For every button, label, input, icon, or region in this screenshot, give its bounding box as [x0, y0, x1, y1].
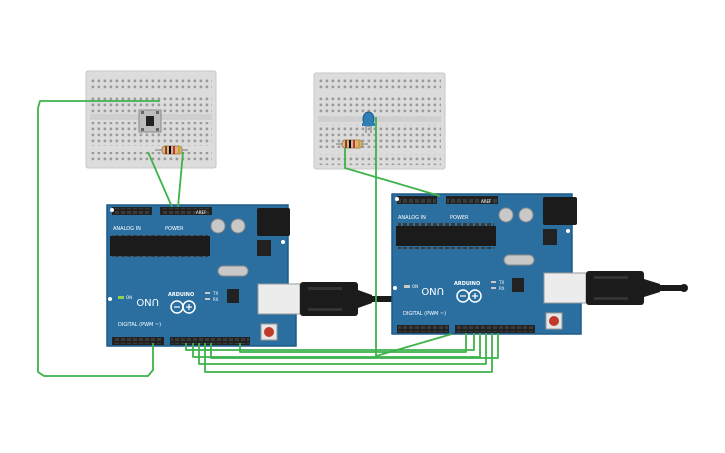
svg-text:RX: RX — [213, 297, 219, 302]
left-usb-cable — [257, 282, 396, 316]
right-arduino-board[interactable]: ANALOG IN POWER DIGITAL (PWM ~) AREF ARD… — [391, 193, 582, 335]
wire — [198, 333, 487, 365]
aref-label: AREF — [481, 199, 492, 204]
resistor-icon — [336, 139, 368, 149]
usb-chip — [227, 289, 239, 303]
led-icon[interactable] — [362, 111, 375, 133]
svg-text:RX: RX — [499, 286, 505, 291]
model-label: UNO — [421, 285, 444, 296]
on-led — [118, 296, 124, 299]
voltage-regulator — [543, 229, 557, 245]
brand-label: ARDUINO — [454, 281, 480, 287]
wire — [147, 151, 173, 208]
wire — [177, 151, 184, 208]
left-arduino-board[interactable]: ANALOG IN POWER DIGITAL (PWM ~) AREF ARD… — [106, 204, 297, 347]
wires — [37, 100, 499, 377]
capacitor-icon — [210, 218, 226, 234]
wire — [204, 333, 493, 373]
wire — [239, 333, 467, 353]
svg-text:TX: TX — [212, 291, 218, 296]
analog-header-label: ANALOG IN — [113, 226, 141, 232]
power-jack — [257, 208, 290, 236]
model-label: UNO — [136, 296, 159, 307]
on-led — [404, 285, 410, 288]
crystal-icon — [217, 265, 249, 277]
left-breadboard[interactable] — [85, 70, 217, 169]
capacitor-icon — [498, 207, 514, 223]
microcontroller-chip — [396, 226, 496, 246]
digital-header-label: DIGITAL (PWM ~) — [118, 322, 161, 328]
svg-text:TX: TX — [498, 280, 504, 285]
reset-button[interactable] — [260, 323, 278, 341]
svg-text:ON: ON — [126, 295, 132, 300]
usb-chip — [512, 278, 524, 292]
wire — [210, 333, 499, 359]
crystal-icon — [503, 254, 535, 266]
microcontroller-chip — [110, 236, 210, 256]
wire — [344, 148, 441, 197]
rx-led — [491, 287, 496, 289]
analog-header-label: ANALOG IN — [398, 215, 426, 221]
digital-header-label: DIGITAL (PWM ~) — [403, 311, 446, 317]
resistor-icon — [155, 145, 188, 155]
arduino-logo-icon — [456, 289, 482, 303]
right-breadboard[interactable] — [313, 72, 446, 170]
capacitor-icon — [518, 207, 534, 223]
power-header-label: POWER — [165, 226, 184, 232]
reset-button[interactable] — [545, 312, 563, 330]
wire — [192, 333, 481, 358]
rx-led — [205, 298, 210, 300]
pushbutton-icon[interactable] — [138, 109, 162, 133]
wire — [37, 100, 160, 377]
wire — [375, 117, 453, 357]
voltage-regulator — [257, 240, 271, 256]
aref-label: AREF — [196, 210, 207, 215]
capacitor-icon — [230, 218, 246, 234]
power-header-label: POWER — [450, 215, 469, 221]
wire — [185, 333, 475, 351]
tx-led — [205, 292, 210, 294]
svg-text:ON: ON — [412, 284, 418, 289]
power-jack — [543, 197, 577, 225]
arduino-logo-icon — [170, 300, 196, 314]
tx-led — [491, 281, 496, 283]
right-usb-cable — [543, 271, 688, 305]
brand-label: ARDUINO — [168, 292, 194, 298]
